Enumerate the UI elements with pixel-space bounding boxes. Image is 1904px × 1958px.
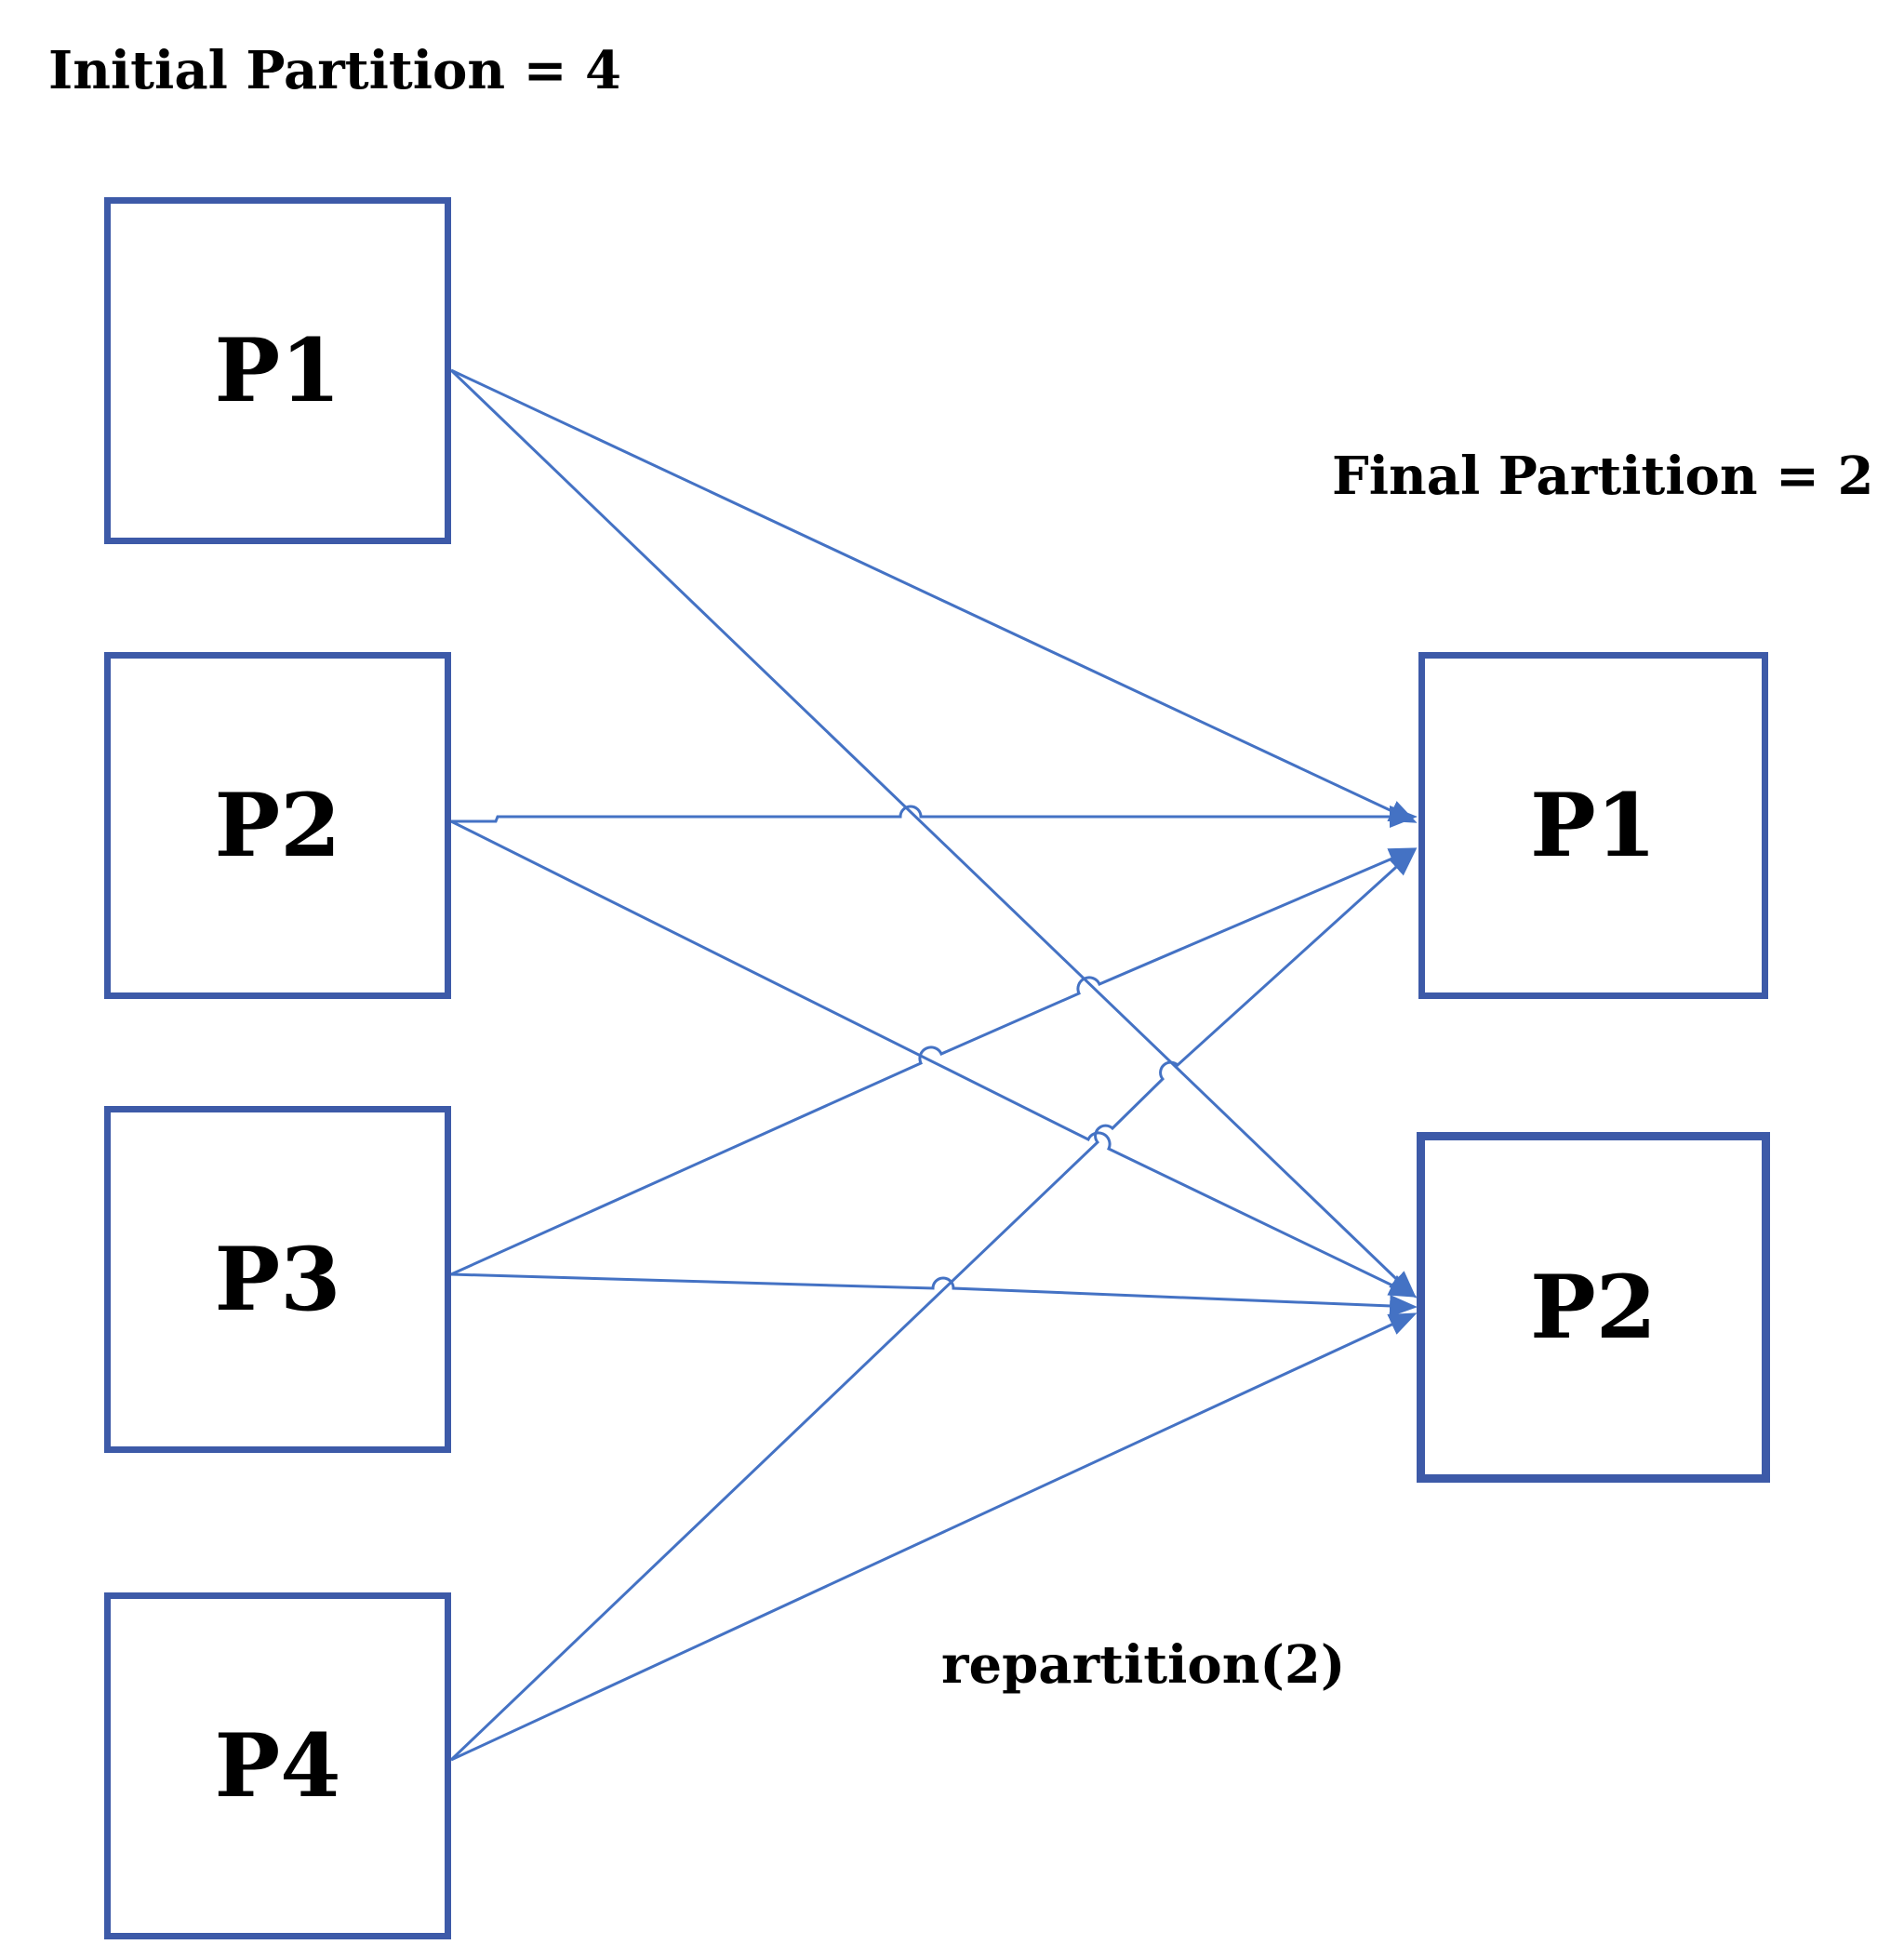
- source-partition-label: P4: [214, 1714, 341, 1818]
- source-partition-p3: P3: [104, 1106, 451, 1453]
- target-partition-p1: P1: [1418, 652, 1768, 999]
- arrow-src-p4-to-dst-p2: [450, 1312, 1418, 1762]
- arrow-src-p1-to-dst-p2: [449, 368, 1417, 1299]
- target-partition-label: P2: [1529, 1256, 1658, 1359]
- arrow-src-p4-to-dst-p1: [449, 848, 1417, 1762]
- arrow-src-p2-to-dst-p1: [451, 805, 1418, 828]
- source-partition-label: P2: [214, 774, 341, 877]
- source-partition-p2: P2: [104, 652, 451, 999]
- arrow-src-p3-to-dst-p1: [450, 847, 1418, 1276]
- arrow-src-p1-to-dst-p1: [450, 368, 1418, 823]
- source-partition-label: P1: [214, 319, 341, 422]
- source-partition-p4: P4: [104, 1592, 451, 1939]
- target-partition-label: P1: [1529, 774, 1658, 877]
- source-partition-p1: P1: [104, 197, 451, 544]
- target-partition-p2: P2: [1417, 1132, 1770, 1483]
- repartition-operation-label: repartition(2): [941, 1634, 1346, 1696]
- final-partition-title: Final Partition = 2: [1332, 446, 1874, 507]
- initial-partition-title: Initial Partition = 4: [48, 40, 621, 101]
- source-partition-label: P3: [214, 1228, 341, 1331]
- arrow-src-p3-to-dst-p2: [450, 1272, 1418, 1317]
- arrow-src-p2-to-dst-p2: [450, 819, 1418, 1298]
